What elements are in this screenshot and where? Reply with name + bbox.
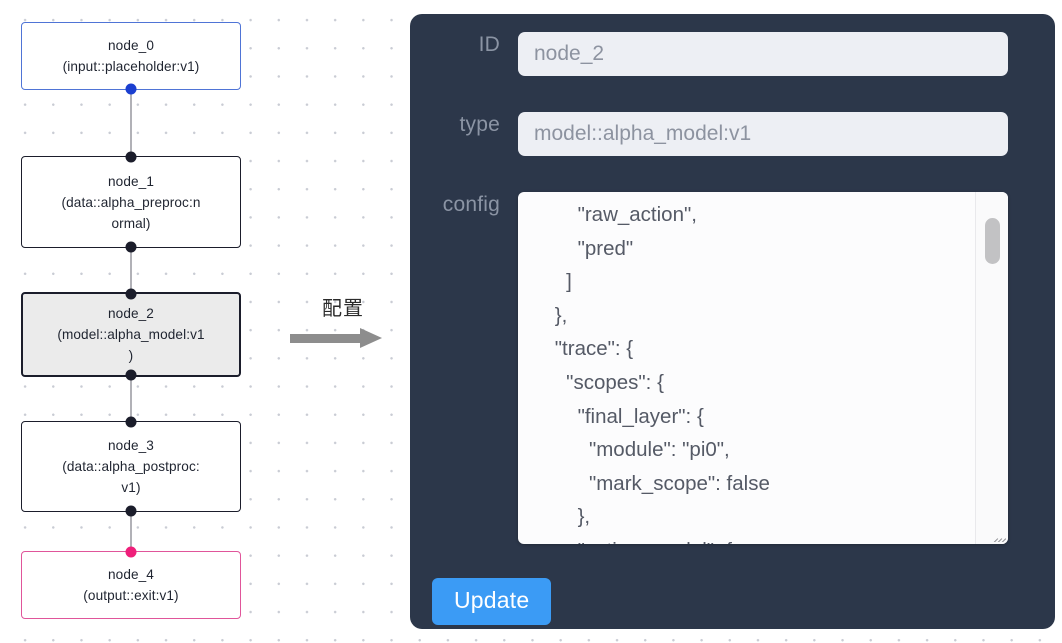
graph-node-node_3[interactable]: node_3 (data::alpha_postproc: v1) xyxy=(21,416,241,517)
graph-node-node_0[interactable]: node_0 (input::placeholder:v1) xyxy=(21,22,241,95)
annotation-configure: 配置 xyxy=(288,296,398,348)
node-title: node_2 xyxy=(108,306,154,321)
type-input[interactable] xyxy=(518,112,1008,156)
id-field-label: ID xyxy=(478,33,500,56)
node-title: node_1 xyxy=(108,173,154,189)
id-input[interactable] xyxy=(518,32,1008,76)
node-handle-top[interactable] xyxy=(125,416,137,428)
field-row-type: type xyxy=(410,112,1008,156)
field-row-id: ID xyxy=(410,32,1008,76)
field-row-config: config "raw_action", "pred" ] }, "trace"… xyxy=(410,192,1008,544)
node-title: node_3 xyxy=(108,438,154,453)
node-subtitle: (data::alpha_preproc:n ormal) xyxy=(61,194,201,231)
node-handle-top[interactable] xyxy=(125,546,137,558)
graph-node-node_2[interactable]: node_2 (model::alpha_model:v1 ) xyxy=(21,288,241,381)
type-field-label: type xyxy=(459,113,500,136)
node-handle-bottom[interactable] xyxy=(125,505,137,517)
annotation-label: 配置 xyxy=(322,296,364,320)
resize-grip-icon[interactable] xyxy=(988,524,1006,542)
node-subtitle: (model::alpha_model:v1 ) xyxy=(57,327,205,363)
node-handle-bottom[interactable] xyxy=(125,241,137,253)
vertical-scrollbar[interactable] xyxy=(975,192,1008,544)
edge-node1-node2 xyxy=(130,248,132,292)
node-inspector-panel: ID type config "raw_action", "pred" ] },… xyxy=(410,14,1055,629)
config-field-label: config xyxy=(442,193,500,216)
config-editor[interactable]: "raw_action", "pred" ] }, "trace": { "sc… xyxy=(518,192,1008,544)
update-button[interactable]: Update xyxy=(432,578,552,625)
graph-node-node_4[interactable]: node_4 (output::exit:v1) xyxy=(21,546,241,619)
edge-node0-node1 xyxy=(130,90,132,156)
node-handle-top[interactable] xyxy=(125,288,137,300)
arrow-right-icon xyxy=(288,328,398,348)
graph-node-node_1[interactable]: node_1 (data::alpha_preproc:n ormal) xyxy=(21,151,241,253)
node-handle-bottom[interactable] xyxy=(125,83,137,95)
edge-node3-node4 xyxy=(130,512,132,551)
node-subtitle: (output::exit:v1) xyxy=(83,588,179,603)
edge-node2-node3 xyxy=(130,377,132,421)
config-textarea[interactable]: "raw_action", "pred" ] }, "trace": { "sc… xyxy=(554,203,770,544)
node-subtitle: (input::placeholder:v1) xyxy=(62,59,200,74)
node-subtitle: (data::alpha_postproc: v1) xyxy=(62,459,200,495)
node-handle-top[interactable] xyxy=(125,151,137,163)
scrollbar-thumb[interactable] xyxy=(985,218,1000,264)
node-handle-bottom[interactable] xyxy=(125,369,137,381)
node-title: node_0 xyxy=(108,38,154,53)
node-title: node_4 xyxy=(108,567,154,582)
